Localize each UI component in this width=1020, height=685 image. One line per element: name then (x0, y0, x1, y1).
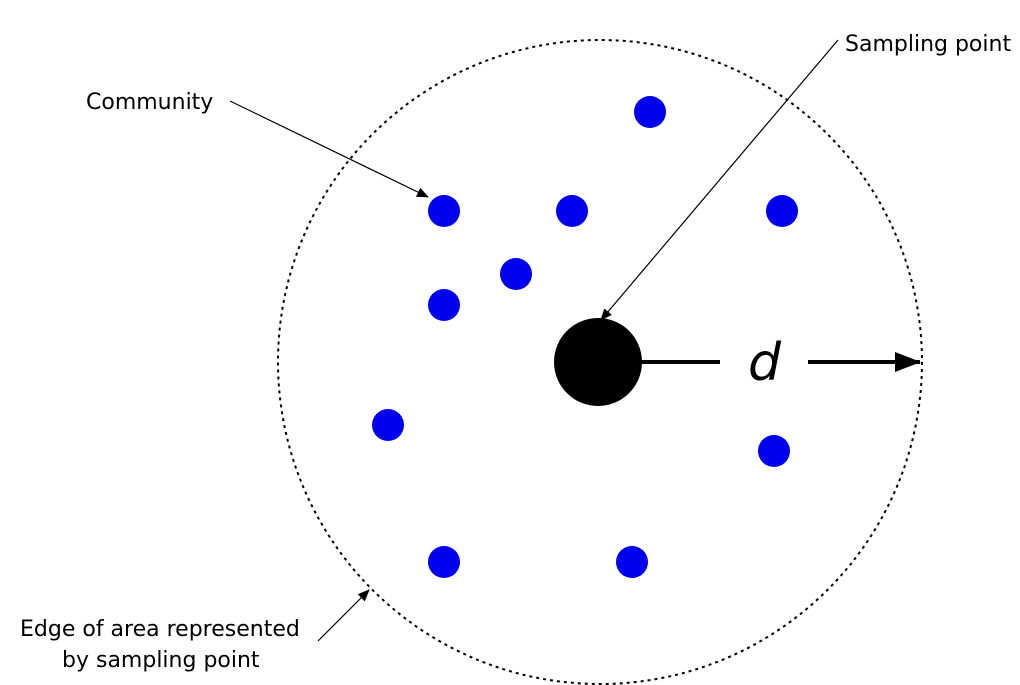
communities-group (372, 96, 798, 578)
community-dot (758, 435, 790, 467)
community-dot (500, 258, 532, 290)
edge-label-line1: Edge of area represented (20, 617, 300, 642)
community-dot (428, 195, 460, 227)
sampling-point-callout-arrow (600, 39, 839, 321)
community-dot (616, 546, 648, 578)
sampling-point-label: Sampling point (845, 32, 1011, 57)
community-callout-arrow (229, 100, 429, 198)
community-dot (766, 195, 798, 227)
community-dot (372, 409, 404, 441)
edge-label-line2: by sampling point (62, 648, 260, 673)
community-dot (428, 546, 460, 578)
community-label: Community (86, 90, 213, 115)
edge-callout-arrow (317, 589, 370, 642)
radius-label: d (748, 333, 782, 393)
area-boundary-circle (277, 39, 923, 685)
sampling-point-dot (554, 318, 642, 406)
community-dot (634, 96, 666, 128)
community-dot (556, 195, 588, 227)
community-dot (428, 289, 460, 321)
